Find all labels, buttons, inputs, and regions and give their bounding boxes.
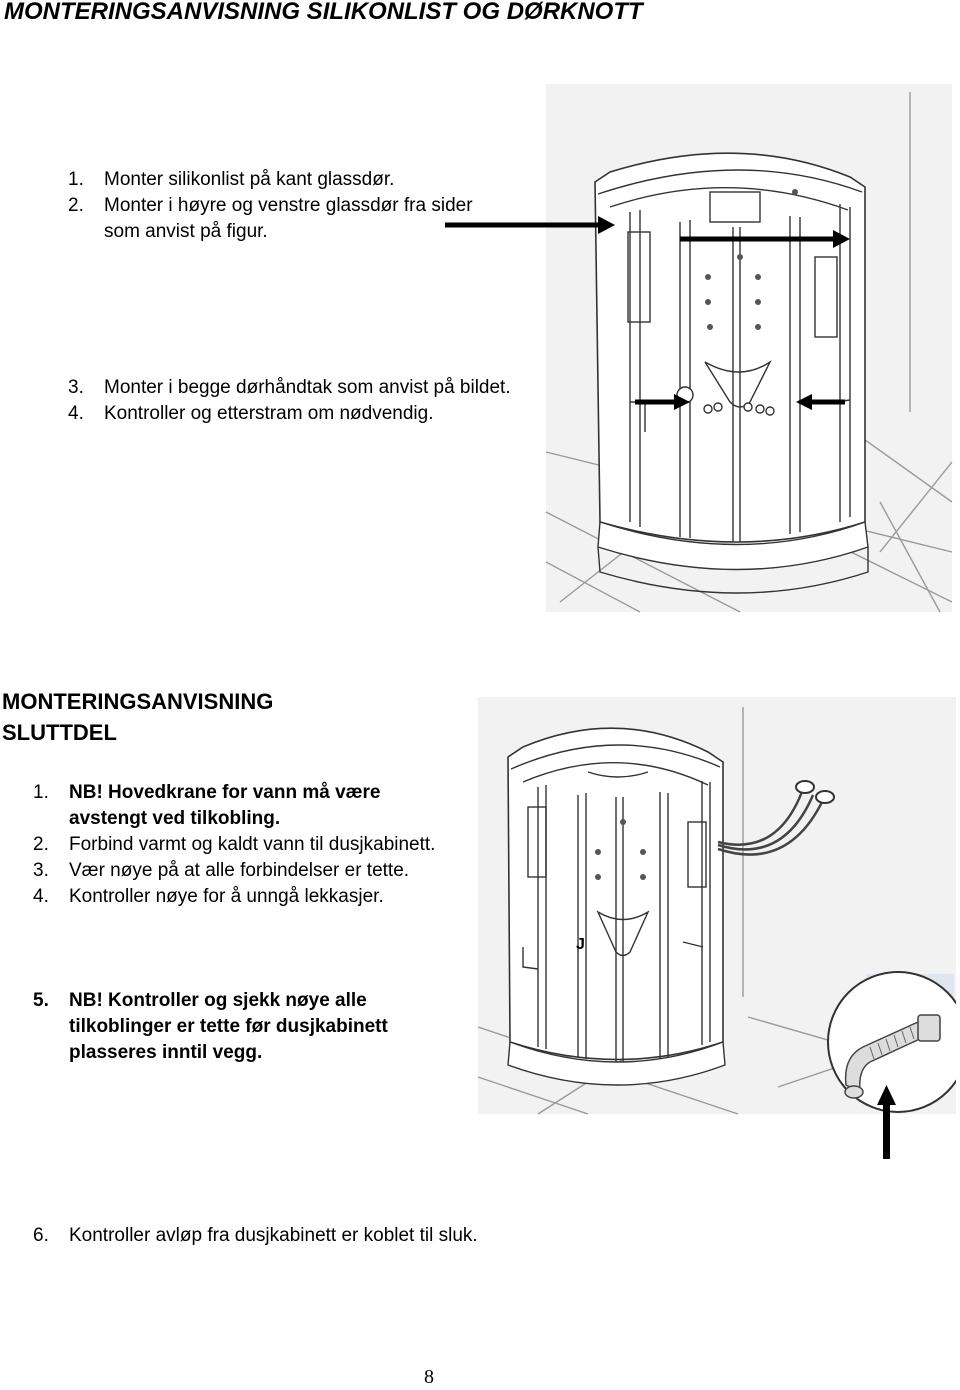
list-item: 2.Forbind varmt og kaldt vann til dusjka… <box>33 834 436 855</box>
sluttdel-step-5: 5.NB! Kontroller og sjekk nøye alle tilk… <box>33 988 453 1066</box>
silikonlist-steps-1-2: 1.Monter silikonlist på kant glassdør. 2… <box>68 167 508 245</box>
list-item: 1.Monter silikonlist på kant glassdør. <box>68 169 395 190</box>
list-item: 3.Vær nøye på at alle forbindelser er te… <box>33 860 410 881</box>
list-item: 6.Kontroller avløp fra dusjkabinett er k… <box>33 1225 478 1246</box>
list-item: 2.Monter i høyre og venstre glassdør fra… <box>68 195 473 242</box>
list-item: 3.Monter i begge dørhåndtak som anvist p… <box>68 377 511 398</box>
list-item: 1.NB! Hovedkrane for vann må være avsten… <box>33 782 381 829</box>
sluttdel-steps: 1.NB! Hovedkrane for vann må være avsten… <box>33 780 453 910</box>
page-title: MONTERINGSANVISNING SILIKONLIST OG DØRKN… <box>4 0 643 25</box>
list-item: 4.Kontroller nøye for å unngå lekkasjer. <box>33 886 384 907</box>
page-number: 8 <box>424 1366 434 1388</box>
sluttdel-step-6: 6.Kontroller avløp fra dusjkabinett er k… <box>33 1223 733 1249</box>
silikonlist-steps-3-4: 3.Monter i begge dørhåndtak som anvist p… <box>68 375 538 427</box>
list-item: 5.NB! Kontroller og sjekk nøye alle tilk… <box>33 990 388 1063</box>
shower-cabinet-connection-figure: J <box>478 697 956 1159</box>
list-item: 4.Kontroller og etterstram om nødvendig. <box>68 403 434 424</box>
figure-label: J <box>576 936 585 953</box>
section-heading: MONTERINGSANVISNING SLUTTDEL <box>2 689 274 745</box>
shower-cabinet-door-figure <box>445 84 953 613</box>
